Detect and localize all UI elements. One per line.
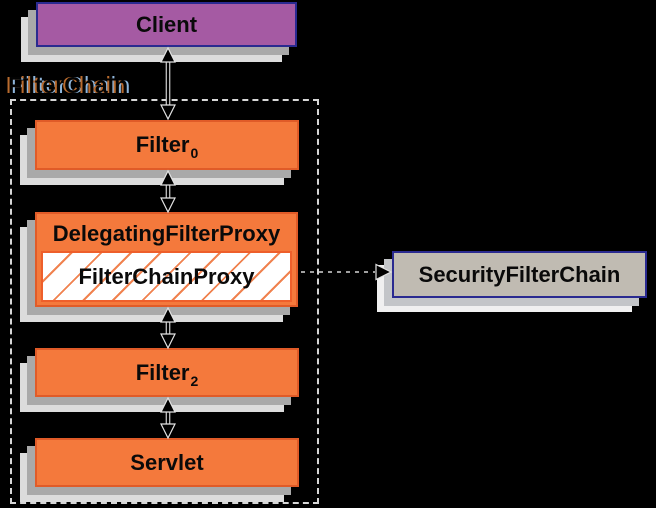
filter-chain-proxy-label: FilterChainProxy (78, 263, 255, 289)
filter2-node: Filter2 (35, 348, 299, 397)
filter0-subscript: 0 (190, 145, 199, 161)
filter0-node: Filter0 (35, 120, 299, 170)
filterchain-group-label: FilterChain (8, 72, 129, 98)
filter-chain-proxy-node: FilterChainProxy (41, 251, 292, 302)
arrow-head-right (375, 263, 393, 281)
servlet-label: Servlet (130, 449, 204, 475)
filter0-label: Filter0 (135, 132, 199, 161)
filter2-subscript: 2 (190, 372, 199, 389)
arrow-head-up (160, 46, 176, 63)
delegating-filter-proxy-node: DelegatingFilterProxy FilterChainProxy (35, 212, 298, 307)
security-filter-chain-node: SecurityFilterChain (392, 251, 647, 298)
servlet-node: Servlet (35, 438, 299, 487)
client-label: Client (135, 11, 198, 37)
client-node: Client (36, 2, 297, 47)
security-filter-chain-label: SecurityFilterChain (418, 261, 621, 287)
filter2-label: Filter2 (135, 359, 199, 389)
filterchain-group-border (10, 99, 319, 504)
delegating-filter-proxy-label: DelegatingFilterProxy (52, 221, 281, 246)
